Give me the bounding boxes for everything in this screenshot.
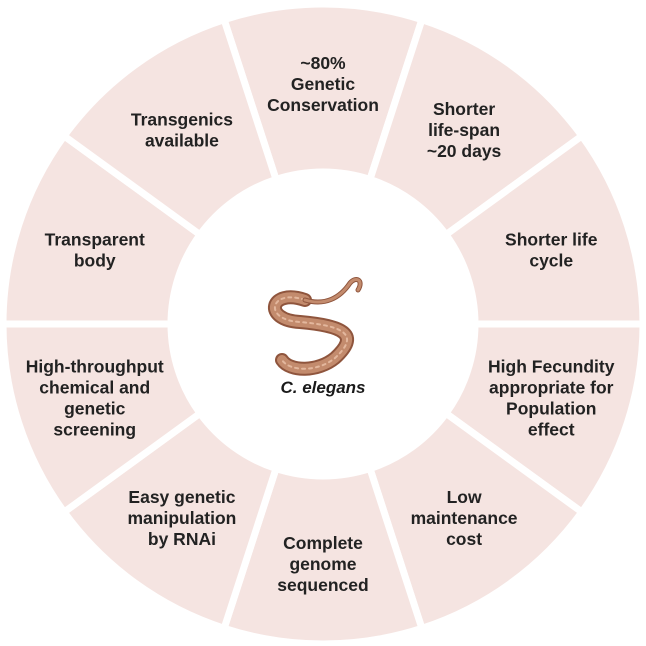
segment-label-line: Population bbox=[506, 399, 596, 419]
segment-label-line: Shorter life bbox=[505, 229, 598, 249]
segment-label-line: genome bbox=[289, 554, 356, 574]
segment-label-line: High-throughput bbox=[26, 357, 164, 377]
segment-label-line: Low bbox=[447, 487, 482, 507]
segment-transgenics bbox=[60, 16, 280, 239]
segment-label-line: High Fecundity bbox=[488, 357, 615, 377]
segment-label-line: body bbox=[74, 250, 116, 270]
segment-label-line: Genetic bbox=[291, 74, 355, 94]
segment-label-line: Conservation bbox=[267, 95, 379, 115]
segment-label-line: cycle bbox=[529, 250, 573, 270]
segment-label-line: ~20 days bbox=[427, 141, 502, 161]
segment-label-line: cost bbox=[446, 529, 482, 549]
segment-label-line: Transparent bbox=[45, 229, 145, 249]
segment-label-line: life-span bbox=[428, 120, 500, 140]
segment-label-line: ~80% bbox=[300, 53, 346, 73]
segment-label-line: Transgenics bbox=[131, 109, 233, 129]
segment-label-line: maintenance bbox=[411, 508, 518, 528]
segment-label-line: available bbox=[145, 130, 219, 150]
center-label: C. elegans bbox=[280, 378, 365, 397]
segment-label-line: effect bbox=[528, 420, 575, 440]
segment-label-line: genetic bbox=[64, 399, 126, 419]
c-elegans-worm-icon bbox=[268, 277, 363, 376]
segment-label-line: Shorter bbox=[433, 99, 495, 119]
segment-label-line: screening bbox=[53, 420, 136, 440]
segment-label-line: by RNAi bbox=[148, 529, 216, 549]
segment-label-line: Complete bbox=[283, 533, 363, 553]
segment-label-line: appropriate for bbox=[489, 378, 614, 398]
segment-label-line: chemical and bbox=[39, 378, 150, 398]
segment-label-line: Easy genetic bbox=[128, 487, 235, 507]
segment-label-line: manipulation bbox=[127, 508, 236, 528]
segment-label-line: sequenced bbox=[277, 575, 368, 595]
